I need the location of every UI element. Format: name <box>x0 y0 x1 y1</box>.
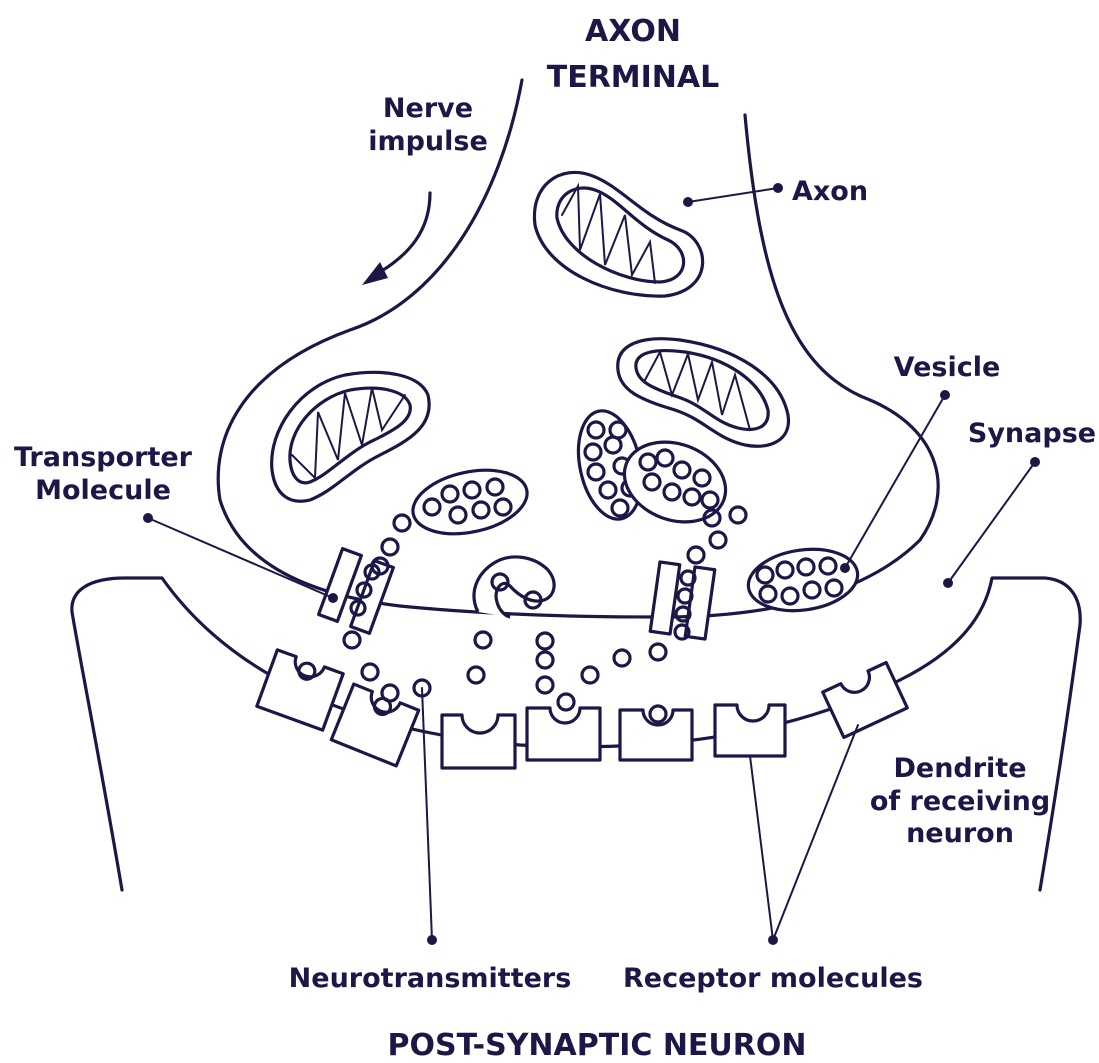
nerve-impulse-arrow <box>362 193 430 285</box>
exocytosis-bulge <box>474 557 554 617</box>
mitochondrion-left <box>272 372 430 501</box>
receptor-1 <box>257 650 343 730</box>
neurotransmitters-label: Neurotransmitters <box>289 963 572 994</box>
vesicle-right <box>744 543 861 618</box>
receptor-molecules <box>257 650 907 768</box>
axon-terminal-outline <box>218 80 938 617</box>
mitochondrion-top <box>534 172 702 296</box>
post-synaptic-neuron-label: POST-SYNAPTIC NEURON <box>387 1028 806 1063</box>
transporter-molecule-label-line1: Transporter <box>14 442 193 473</box>
receptor-7 <box>823 663 908 738</box>
receptor-3 <box>442 715 515 768</box>
dendrite-label-line3: neuron <box>906 818 1014 849</box>
dendrite-label-line1: Dendrite <box>893 753 1026 784</box>
vesicle-label: Vesicle <box>894 352 1001 383</box>
nerve-impulse-label-line1: Nerve <box>383 93 473 124</box>
axon-terminal-label-line2: TERMINAL <box>547 60 720 95</box>
receptor-6 <box>715 705 785 756</box>
transporter-left <box>319 549 394 634</box>
receptor-4 <box>527 694 600 760</box>
axon-terminal-label-line1: AXON <box>585 14 681 49</box>
transporter-right <box>650 562 715 639</box>
synapse-label: Synapse <box>968 418 1096 449</box>
axon-label: Axon <box>792 176 868 207</box>
receptor-2 <box>331 684 418 766</box>
receptor-5 <box>620 706 692 760</box>
dendrite-label-line2: of receiving <box>870 786 1050 817</box>
transporter-molecule-label-line2: Molecule <box>35 475 171 506</box>
nerve-impulse-label-line2: impulse <box>368 126 488 157</box>
receptor-molecules-label: Receptor molecules <box>623 963 923 994</box>
mitochondrion-right <box>618 339 789 447</box>
vesicle-left <box>407 461 533 544</box>
